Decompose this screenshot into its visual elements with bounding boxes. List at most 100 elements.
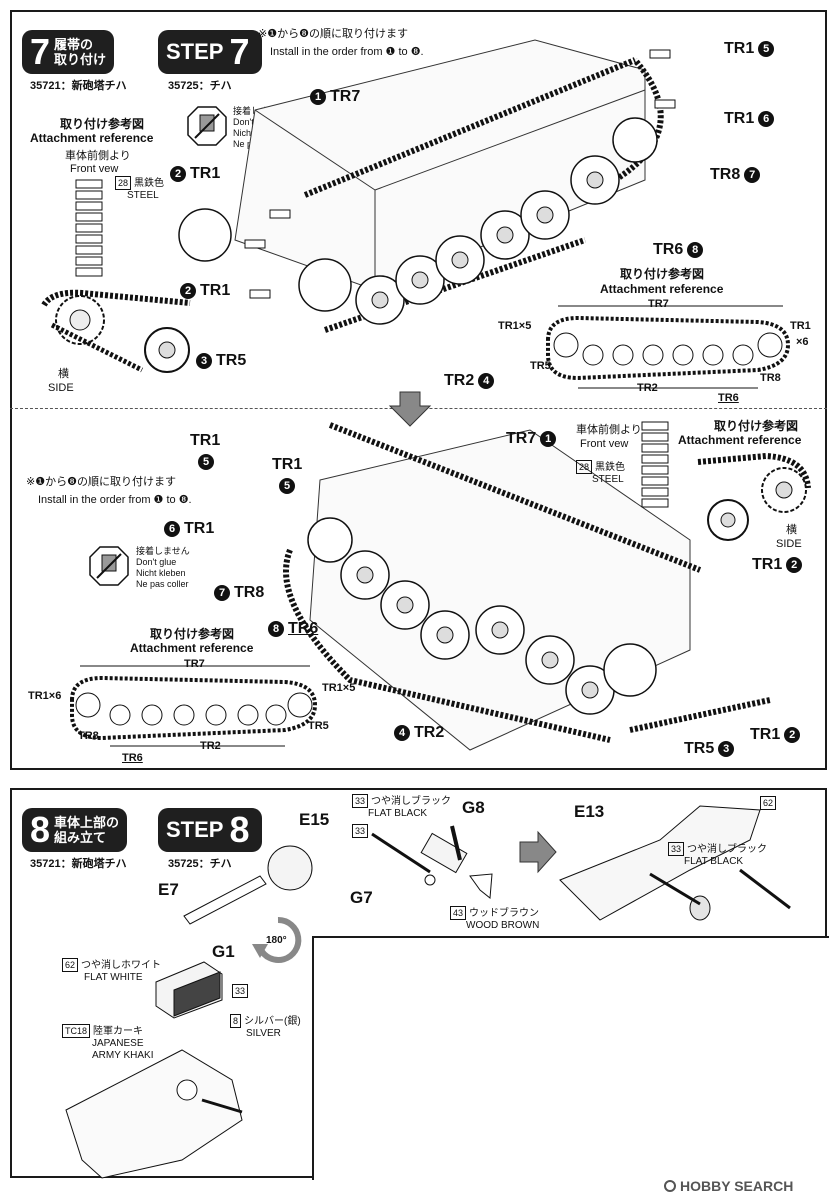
side-label-en: SIDE xyxy=(48,382,74,394)
watermark: HOBBY SEARCH xyxy=(664,1178,793,1194)
front-view-ja: 車体前側より xyxy=(65,150,131,162)
ref-tr8: TR8 xyxy=(760,372,781,384)
step8-cutout xyxy=(312,936,829,1180)
kit-label-a-8: 35721：新砲塔チハ xyxy=(30,858,127,870)
step7-en-badge: STEP 7 xyxy=(158,30,262,74)
part-e13: E13 xyxy=(574,802,605,821)
ref-tr6: TR6 xyxy=(718,392,739,404)
install-order-en: Install in the order from ❶ to ❽. xyxy=(270,46,424,58)
label-b-order-5b: 5 xyxy=(279,478,295,494)
attach-ref-ja-3: 取り付け参考図 xyxy=(714,419,799,433)
refb-tr5: TR5 xyxy=(308,720,329,732)
part-g8: G8 xyxy=(462,798,485,817)
part-e15: E15 xyxy=(299,810,330,829)
hull-front-drawing xyxy=(559,805,791,921)
attach-ref-ja-4: 取り付け参考図 xyxy=(150,627,235,641)
attach-ref-en-2: Attachment reference xyxy=(600,282,724,296)
no-glue-icon xyxy=(187,106,227,146)
paint-code-33-g7: 33 xyxy=(352,824,371,838)
ref-tr1x6-b: ×6 xyxy=(796,336,809,348)
install-order-en-2: Install in the order from ❶ to ❽. xyxy=(38,494,192,506)
install-order-ja: ※❶から❽の順に取り付けます xyxy=(258,28,408,40)
track-side-view xyxy=(41,289,191,373)
hobby-search-logo-icon xyxy=(664,1180,676,1192)
kit-label-b-8: 35725：チハ xyxy=(168,858,232,870)
no-glue-text-2: 接着しません Don't glue Nicht kleben Ne pas co… xyxy=(136,546,190,589)
front-view-en-2: Front vew xyxy=(580,438,629,450)
down-arrow-icon xyxy=(388,391,432,427)
track-side-view-2 xyxy=(697,452,811,541)
paint-code-62-e13: 62 xyxy=(760,796,779,810)
track-front-view-2 xyxy=(641,421,669,508)
step8-en-badge: STEP 8 xyxy=(158,808,262,852)
hull-track-illustration-top xyxy=(178,39,676,333)
refb-tr8: TR8 xyxy=(78,730,99,742)
front-view-ja-2: 車体前側より xyxy=(576,424,642,436)
right-arrow-icon xyxy=(519,830,557,874)
part-g1-drawing xyxy=(155,961,223,1019)
attach-ref-ja: 取り付け参考図 xyxy=(60,117,145,131)
ref-tr7: TR7 xyxy=(648,298,669,310)
part-g7: G7 xyxy=(350,888,373,907)
part-g1: G1 xyxy=(212,942,235,961)
machine-gun-drawing xyxy=(371,825,493,899)
refb-tr1x6: TR1×6 xyxy=(28,690,62,702)
kit-label-b: 35725：チハ xyxy=(168,80,232,92)
step8-jp-badge: 8 車体上部の 組み立て xyxy=(22,808,128,852)
attach-ref-en: Attachment reference xyxy=(30,131,154,145)
part-e7: E7 xyxy=(158,880,179,899)
paint-code-33-g1: 33 xyxy=(232,984,251,998)
side-label-ja-2: 横 xyxy=(786,524,797,536)
label-b-order-5a: 5 xyxy=(198,454,214,470)
label-b-tr1-5b: TR1 xyxy=(272,456,303,473)
label-b-tr1-5a: TR1 xyxy=(190,432,221,449)
ref-track-diagram-top xyxy=(546,305,791,389)
install-order-ja-2: ※❶から❽の順に取り付けます xyxy=(26,476,176,488)
refb-tr1x5: TR1×5 xyxy=(322,682,356,694)
hull-track-illustration-bottom xyxy=(283,422,771,751)
rotate-label: 180° xyxy=(266,935,287,946)
no-glue-icon-2 xyxy=(89,546,129,586)
refb-tr7: TR7 xyxy=(184,658,205,670)
side-label-ja: 横 xyxy=(58,368,69,380)
ref-tr1x5: TR1×5 xyxy=(498,320,532,332)
step7-jp-badge: 7 履帯の 取り付け xyxy=(22,30,115,74)
ref-tr5: TR5 xyxy=(530,360,551,372)
ref-track-diagram-bottom xyxy=(70,665,318,747)
rotate-180-icon xyxy=(252,916,302,963)
attach-ref-en-4: Attachment reference xyxy=(130,641,254,655)
side-label-en-2: SIDE xyxy=(776,538,802,550)
refb-tr6: TR6 xyxy=(122,752,143,764)
lower-hull-drawing xyxy=(65,1049,243,1179)
refb-tr2: TR2 xyxy=(200,740,221,752)
track-front-view xyxy=(75,179,103,277)
front-view-en: Front vew xyxy=(70,163,119,175)
attach-ref-ja-2: 取り付け参考図 xyxy=(620,267,705,281)
ref-tr1x6-a: TR1 xyxy=(790,320,811,332)
kit-label-a: 35721：新砲塔チハ xyxy=(30,80,127,92)
